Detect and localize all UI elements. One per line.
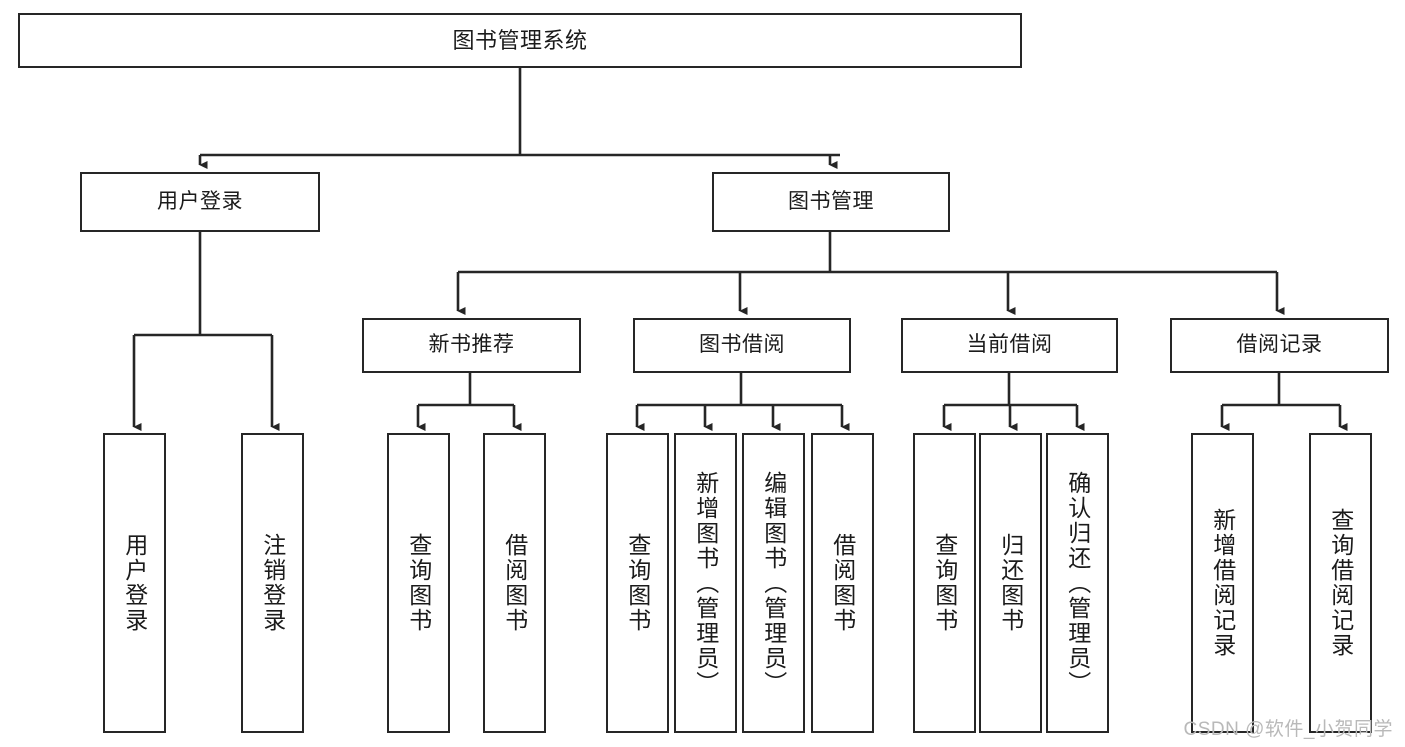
node-root-label: 图书管理系统 <box>452 27 588 53</box>
leaf-borrow-record-add[interactable]: 新增借阅记录 <box>1191 433 1254 733</box>
node-new-book-recommend-label: 新书推荐 <box>428 333 515 357</box>
leaf-new-book-borrow-label: 借阅图书 <box>501 533 528 633</box>
node-book-management-label: 图书管理 <box>788 189 874 213</box>
node-borrow-record[interactable]: 借阅记录 <box>1170 318 1389 373</box>
leaf-book-borrow-borrow[interactable]: 借阅图书 <box>811 433 874 733</box>
leaf-current-borrow-return[interactable]: 归还图书 <box>979 433 1042 733</box>
leaf-user-login-logout[interactable]: 注销登录 <box>241 433 304 733</box>
node-borrow-record-label: 借阅记录 <box>1236 333 1323 357</box>
node-book-borrow-label: 图书借阅 <box>699 333 785 357</box>
leaf-borrow-record-query[interactable]: 查询借阅记录 <box>1309 433 1372 733</box>
node-current-borrow[interactable]: 当前借阅 <box>901 318 1118 373</box>
node-current-borrow-label: 当前借阅 <box>966 333 1053 357</box>
node-new-book-recommend[interactable]: 新书推荐 <box>362 318 581 373</box>
node-root[interactable]: 图书管理系统 <box>18 13 1022 68</box>
leaf-current-borrow-confirm-label: 确认归还（管理员） <box>1064 470 1091 696</box>
leaf-book-borrow-add[interactable]: 新增图书（管理员） <box>674 433 737 733</box>
node-book-borrow[interactable]: 图书借阅 <box>633 318 851 373</box>
leaf-new-book-query[interactable]: 查询图书 <box>387 433 450 733</box>
leaf-book-borrow-borrow-label: 借阅图书 <box>829 533 856 633</box>
leaf-book-borrow-add-label: 新增图书（管理员） <box>692 470 719 696</box>
node-book-management[interactable]: 图书管理 <box>712 172 950 232</box>
leaf-new-book-query-label: 查询图书 <box>405 533 432 633</box>
leaf-current-borrow-return-label: 归还图书 <box>997 533 1024 633</box>
leaf-user-login-logout-label: 注销登录 <box>259 533 286 633</box>
watermark: CSDN @软件_小贺同学 <box>1183 719 1393 740</box>
leaf-book-borrow-edit-label: 编辑图书（管理员） <box>760 470 787 696</box>
node-user-login[interactable]: 用户登录 <box>80 172 320 232</box>
leaf-new-book-borrow[interactable]: 借阅图书 <box>483 433 546 733</box>
leaf-user-login-login[interactable]: 用户登录 <box>103 433 166 733</box>
leaf-current-borrow-query[interactable]: 查询图书 <box>913 433 976 733</box>
node-user-login-label: 用户登录 <box>157 189 243 213</box>
leaf-book-borrow-query[interactable]: 查询图书 <box>606 433 669 733</box>
leaf-book-borrow-query-label: 查询图书 <box>624 533 651 633</box>
leaf-user-login-login-label: 用户登录 <box>121 533 148 633</box>
leaf-borrow-record-query-label: 查询借阅记录 <box>1327 508 1354 658</box>
leaf-current-borrow-confirm[interactable]: 确认归还（管理员） <box>1046 433 1109 733</box>
leaf-book-borrow-edit[interactable]: 编辑图书（管理员） <box>742 433 805 733</box>
leaf-current-borrow-query-label: 查询图书 <box>931 533 958 633</box>
leaf-borrow-record-add-label: 新增借阅记录 <box>1209 508 1236 658</box>
